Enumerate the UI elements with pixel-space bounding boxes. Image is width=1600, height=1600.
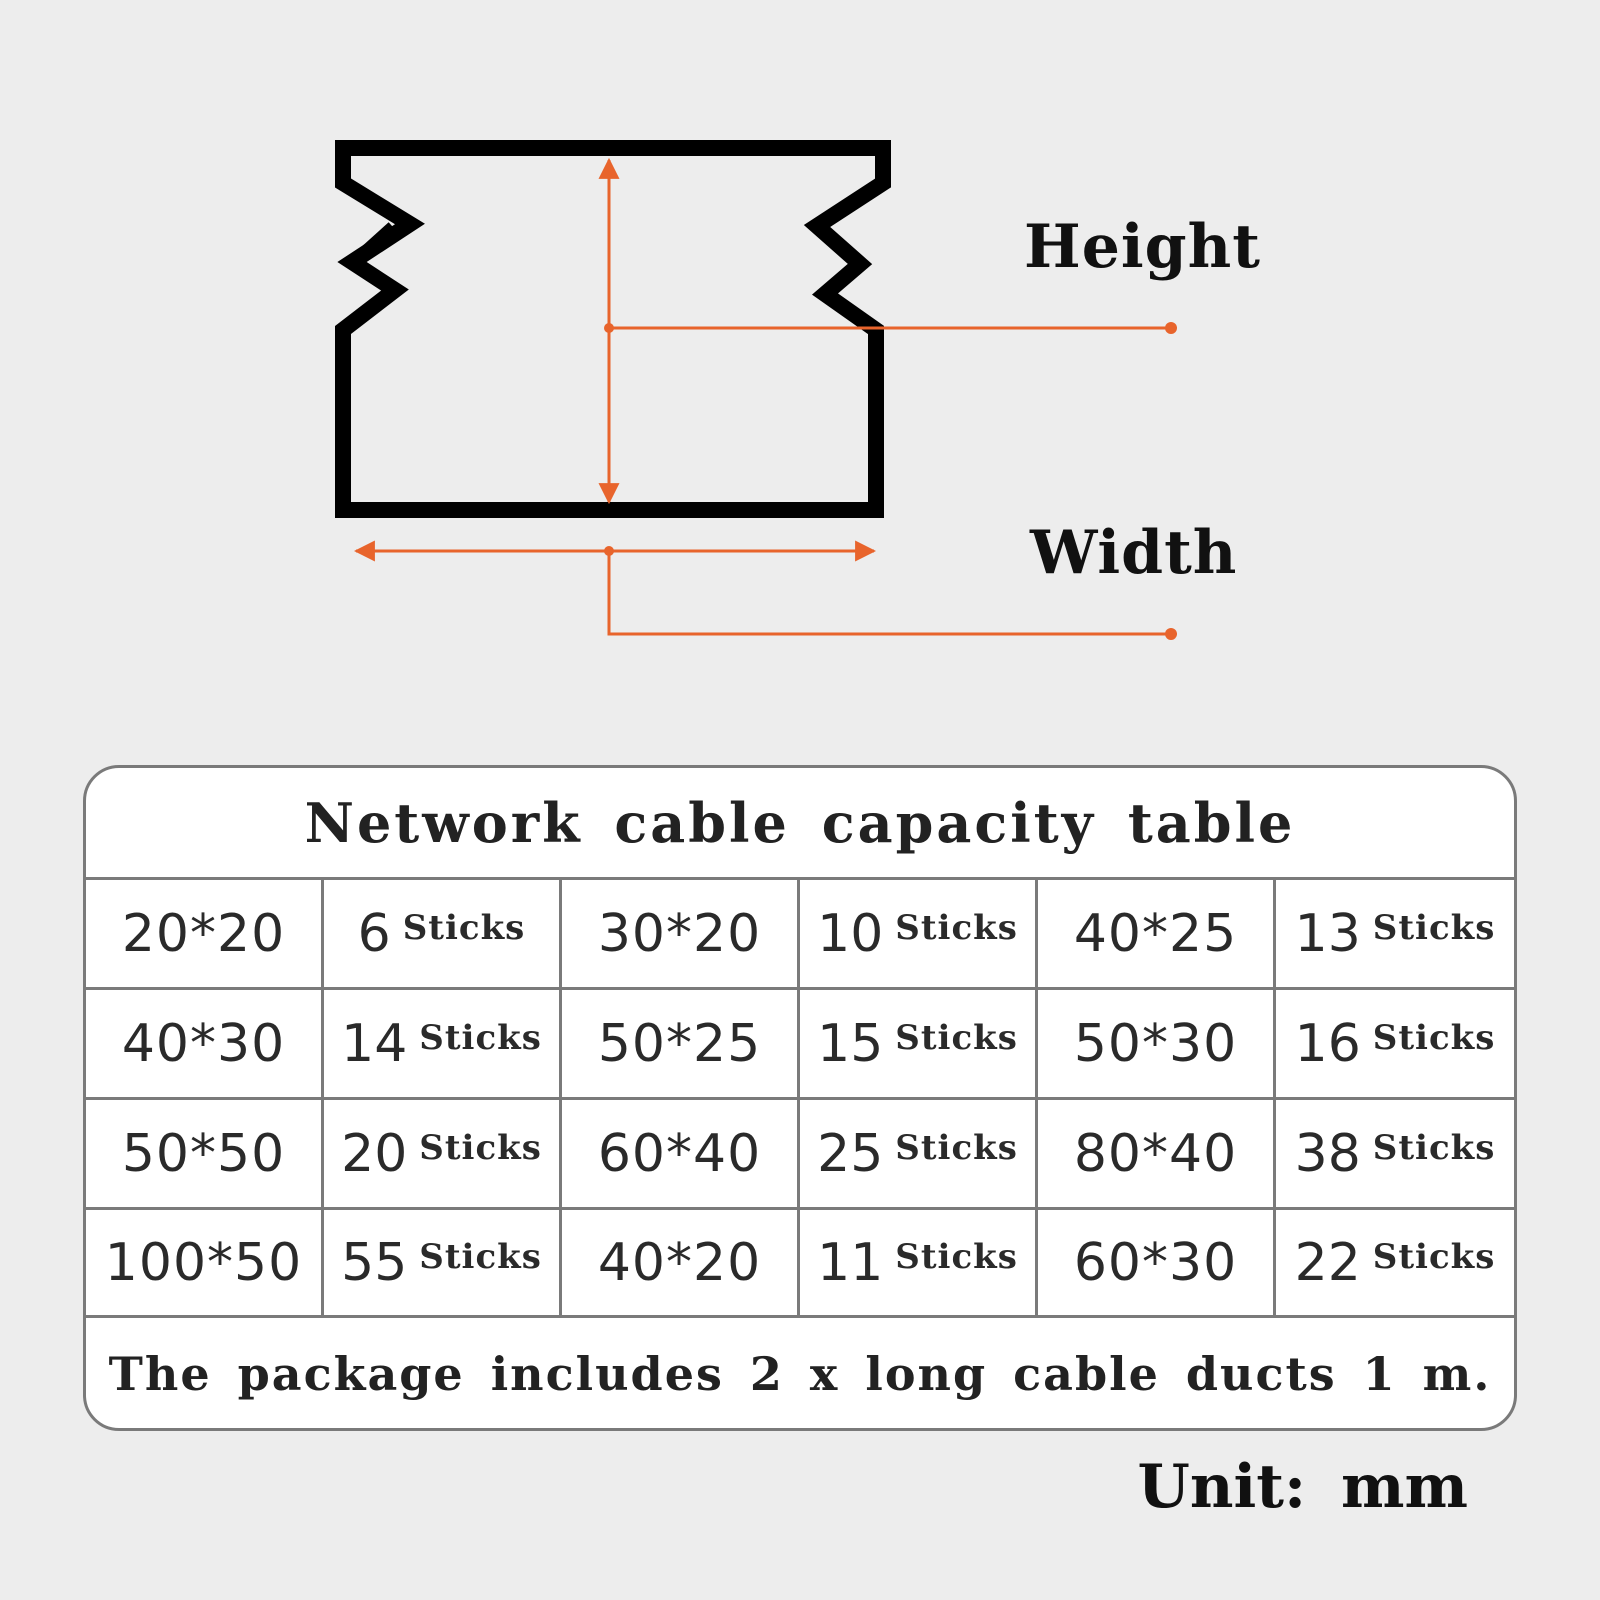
package-note: The package includes 2 x long cable duct… — [108, 1347, 1492, 1401]
cable-duct-diagram — [335, 140, 1177, 640]
size-value: 80*40 — [1073, 1123, 1238, 1184]
size-cell: 40*20 — [562, 1210, 800, 1318]
count-cell: 14 Sticks — [324, 990, 562, 1100]
count-unit: Sticks — [419, 1017, 542, 1058]
duct-profile — [335, 140, 891, 518]
count-unit: Sticks — [1372, 1017, 1496, 1058]
size-value: 30*20 — [597, 903, 762, 964]
count-value: 55 — [341, 1232, 408, 1293]
count-unit: Sticks — [895, 907, 1018, 948]
count-unit: Sticks — [1372, 907, 1496, 948]
count-value: 14 — [341, 1013, 408, 1074]
size-value: 100*50 — [104, 1232, 303, 1293]
count-value: 10 — [817, 903, 884, 964]
size-cell: 20*20 — [86, 880, 324, 990]
count-cell: 38 Sticks — [1276, 1100, 1514, 1210]
unit-label: Unit: mm — [1137, 1452, 1468, 1522]
count-cell: 10 Sticks — [800, 880, 1038, 990]
count-cell: 15 Sticks — [800, 990, 1038, 1100]
height-label: Height — [1024, 212, 1261, 282]
count-cell: 25 Sticks — [800, 1100, 1038, 1210]
size-cell: 30*20 — [562, 880, 800, 990]
count-value: 25 — [817, 1123, 884, 1184]
size-cell: 60*40 — [562, 1100, 800, 1210]
size-cell: 50*30 — [1038, 990, 1276, 1100]
size-value: 50*50 — [121, 1123, 286, 1184]
count-unit: Sticks — [419, 1236, 542, 1277]
count-unit: Sticks — [895, 1127, 1018, 1168]
size-value: 60*30 — [1073, 1232, 1238, 1293]
count-value: 15 — [817, 1013, 884, 1074]
width-label: Width — [1030, 518, 1238, 588]
width-leader-end — [1165, 628, 1177, 640]
size-value: 40*30 — [121, 1013, 286, 1074]
count-unit: Sticks — [895, 1236, 1018, 1277]
count-cell: 11 Sticks — [800, 1210, 1038, 1318]
latch-right — [821, 226, 864, 268]
size-value: 20*20 — [121, 903, 286, 964]
count-unit: Sticks — [402, 907, 526, 948]
count-cell: 55 Sticks — [324, 1210, 562, 1318]
count-value: 22 — [1294, 1232, 1361, 1293]
count-value: 13 — [1294, 903, 1361, 964]
size-cell: 40*25 — [1038, 880, 1276, 990]
count-value: 6 — [357, 903, 391, 964]
count-value: 20 — [341, 1123, 408, 1184]
count-unit: Sticks — [1372, 1236, 1496, 1277]
size-cell: 100*50 — [86, 1210, 324, 1318]
count-unit: Sticks — [419, 1127, 542, 1168]
count-cell: 22 Sticks — [1276, 1210, 1514, 1318]
size-cell: 60*30 — [1038, 1210, 1276, 1318]
size-value: 50*25 — [597, 1013, 762, 1074]
count-cell: 6 Sticks — [324, 880, 562, 990]
size-cell: 80*40 — [1038, 1100, 1276, 1210]
count-value: 38 — [1294, 1123, 1361, 1184]
count-unit: Sticks — [895, 1017, 1018, 1058]
width-leader-line — [607, 551, 1171, 636]
count-value: 16 — [1294, 1013, 1361, 1074]
size-value: 60*40 — [597, 1123, 762, 1184]
size-cell: 50*25 — [562, 990, 800, 1100]
count-value: 11 — [817, 1232, 884, 1293]
size-value: 40*25 — [1073, 903, 1238, 964]
size-value: 50*30 — [1073, 1013, 1238, 1074]
size-cell: 50*50 — [86, 1100, 324, 1210]
height-leader-end — [1165, 322, 1177, 334]
latch-left — [348, 222, 396, 266]
table-title: Network cable capacity table — [86, 768, 1514, 880]
count-cell: 13 Sticks — [1276, 880, 1514, 990]
size-cell: 40*30 — [86, 990, 324, 1100]
count-cell: 16 Sticks — [1276, 990, 1514, 1100]
count-unit: Sticks — [1372, 1127, 1496, 1168]
count-cell: 20 Sticks — [324, 1100, 562, 1210]
size-value: 40*20 — [597, 1232, 762, 1293]
